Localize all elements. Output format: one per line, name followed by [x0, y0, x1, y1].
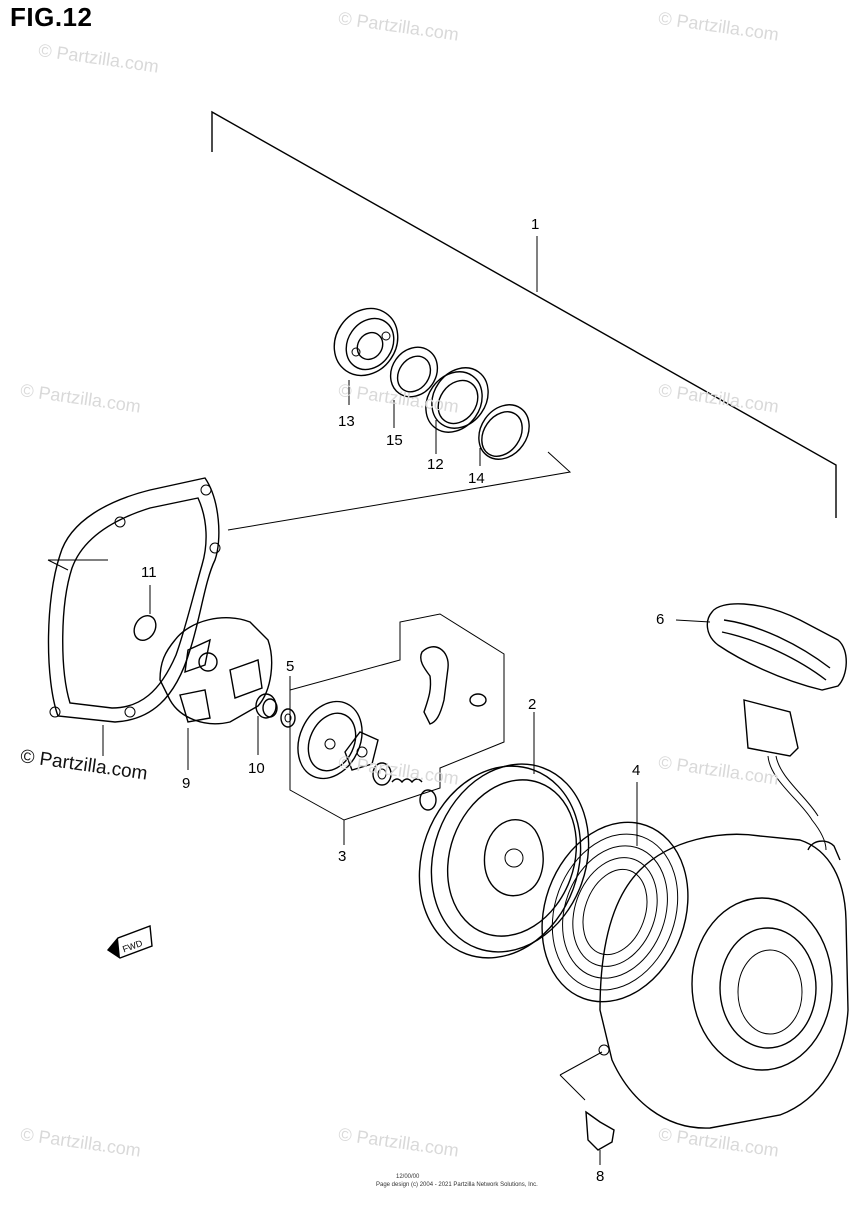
callout-4: 4	[632, 762, 641, 779]
starter-case	[559, 833, 849, 1129]
bearing-13	[333, 307, 399, 405]
ring-15	[389, 346, 439, 428]
handle-6	[675, 603, 847, 851]
footer-code: 12/00/00	[396, 1174, 420, 1180]
washer-5	[280, 676, 296, 728]
drive-plate-9	[159, 616, 273, 770]
nut-10	[255, 693, 278, 755]
callout-9: 9	[182, 775, 191, 792]
callout-5: 5	[286, 658, 295, 675]
callout-15: 15	[386, 432, 403, 449]
ring-14	[478, 404, 530, 466]
callout-2: 2	[528, 696, 537, 713]
ratchet-kit-3	[297, 646, 487, 811]
reel-pulley-2	[418, 712, 590, 959]
callout-12: 12	[427, 456, 444, 473]
figure-title: FIG.12	[10, 2, 93, 32]
gasket-plate	[47, 477, 221, 756]
o-ring-11	[133, 585, 157, 642]
callout-14: 14	[468, 470, 485, 487]
assembly-bracket	[47, 110, 837, 571]
callout-11: 11	[141, 564, 157, 581]
callout-8: 8	[596, 1168, 605, 1185]
kit-box-3	[289, 613, 505, 845]
callout-3: 3	[338, 848, 347, 865]
spring-4	[541, 782, 689, 1003]
seal-12	[425, 367, 489, 454]
callout-13: 13	[338, 413, 355, 430]
fwd-arrow: FWD	[106, 925, 153, 959]
fwd-label: FWD	[121, 938, 144, 955]
bolt-8	[585, 1110, 615, 1165]
footer-copyright: Page design (c) 2004 - 2021 Partzilla Ne…	[376, 1182, 538, 1188]
callout-1: 1	[531, 216, 540, 233]
callout-6: 6	[656, 611, 665, 628]
callout-10: 10	[248, 760, 265, 777]
